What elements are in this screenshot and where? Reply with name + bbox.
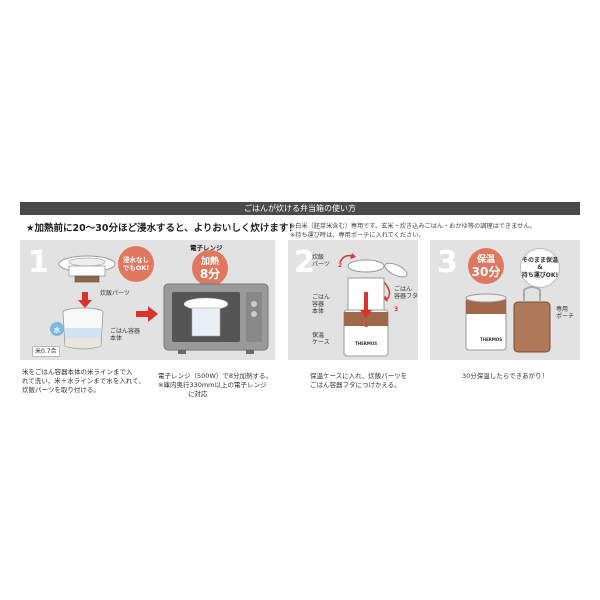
label-lid-line1: ごはん xyxy=(394,286,413,293)
section-title: ごはんが炊ける弁当箱の使い方 xyxy=(244,204,356,213)
arrow-label-3: 3 xyxy=(394,306,399,313)
carry-ok-line3: 持ち運びOK! xyxy=(521,271,559,279)
water-mark: 水 xyxy=(53,326,61,334)
label-steam-part-2: 炊飯 パーツ xyxy=(312,254,330,268)
step1-caption-line2: れて洗い、米＋水ラインまで水を入れて、 xyxy=(22,377,145,385)
label-rice-container-line1: ごはん容器 xyxy=(110,328,141,335)
label-lid: ごはん 容器フタ xyxy=(394,286,418,300)
step3-caption: 30分保温したらできあがり！ xyxy=(462,372,549,380)
step1-caption2-line1: 電子レンジ（500W）で8分加熱する。 xyxy=(158,372,272,380)
label-container-body-line1: ごはん xyxy=(312,294,331,301)
water-icon: 水 xyxy=(50,322,64,336)
label-steam-part: 炊飯パーツ xyxy=(100,290,130,297)
carry-ok-line2: & xyxy=(537,264,543,272)
label-insulated-case-line2: ケース xyxy=(312,339,330,346)
no-soak-badge: 浸水なし でもOK! xyxy=(118,246,154,282)
label-container-body-line3: 本体 xyxy=(312,308,325,315)
microwave-illustration xyxy=(163,283,269,354)
step2-illustration xyxy=(339,253,408,357)
carry-ok-bubble: そのまま保温 & 持ち運びOK! xyxy=(520,248,560,288)
label-rice-container-line2: 本体 xyxy=(110,335,123,342)
arrow-label-2: 2 xyxy=(338,262,343,269)
label-insulated-case-line1: 保温 xyxy=(312,332,325,339)
label-pouch-line1: 専用 xyxy=(556,306,569,313)
no-soak-line1: 浸水なし xyxy=(123,256,149,264)
step1-caption-line1: 米をごはん容器本体の米ラインまで入 xyxy=(22,368,133,376)
brand-logo-step2: THERMOS xyxy=(355,341,378,346)
step1-caption-line3: 炊飯パーツを取り付ける。 xyxy=(22,386,100,394)
note-white-rice: ※白米（胚芽米含む）専用です。玄米・炊き込みごはん・おかゆ等の調理はできません。 xyxy=(290,223,536,230)
step2-number: 2 xyxy=(294,245,315,280)
label-pouch-line2: ポーチ xyxy=(556,313,575,320)
section-title-bar: ごはんが炊ける弁当箱の使い方 xyxy=(20,202,580,215)
keep-warm-label: 保温 xyxy=(476,255,495,265)
rice-amount-label: 米0.7合 xyxy=(32,346,60,357)
step1-caption2: 電子レンジ（500W）で8分加熱する。 ※庫内奥行330mm以上の電子レンジ に… xyxy=(158,372,272,399)
heat-8min-badge: 加熱 8分 xyxy=(192,250,228,286)
carry-ok-line1: そのまま保温 xyxy=(521,256,558,264)
step1-caption2-line2: ※庫内奥行330mm以上の電子レンジ xyxy=(158,381,267,389)
no-soak-line2: でもOK! xyxy=(122,264,150,272)
step1-number: 1 xyxy=(28,245,49,280)
step3-illustration xyxy=(465,286,551,353)
label-steam-part-2-line2: パーツ xyxy=(312,261,330,268)
heat-label: 加熱 xyxy=(200,257,219,267)
label-insulated-case: 保温 ケース xyxy=(312,332,330,346)
step2-caption-line2: ごはん容器フタにつけかえる。 xyxy=(310,381,401,389)
steam-part-illustration xyxy=(58,255,116,283)
label-pouch: 専用 ポーチ xyxy=(556,306,574,320)
brand-logo-step3: THERMOS xyxy=(480,337,503,342)
rice-container-illustration xyxy=(62,307,104,350)
label-steam-part-2-line1: 炊飯 xyxy=(312,254,325,261)
step3-number: 3 xyxy=(437,245,458,280)
red-right-arrow xyxy=(136,306,158,322)
label-lid-line2: 容器フタ xyxy=(394,293,419,300)
keep-warm-badge: 保温 30分 xyxy=(468,248,504,284)
label-container-body: ごはん 容器 本体 xyxy=(312,294,330,315)
label-rice-container: ごはん容器 本体 xyxy=(110,328,140,342)
step2-caption: 保温ケースに入れ、炊飯パーツを ごはん容器フタにつけかえる。 xyxy=(310,372,407,390)
keep-warm-minutes: 30分 xyxy=(471,265,501,279)
heat-minutes: 8分 xyxy=(199,267,221,281)
step1-caption2-line3: に対応 xyxy=(188,390,208,398)
note-pouch: ※持ち運び時は、専用ポーチに入れてください。 xyxy=(290,232,425,239)
step2-caption-line1: 保温ケースに入れ、炊飯パーツを xyxy=(310,372,408,380)
microwave-title: 電子レンジ xyxy=(190,244,223,252)
red-down-arrow xyxy=(78,292,92,308)
step1-caption: 米をごはん容器本体の米ラインまで入 れて洗い、米＋水ラインまで水を入れて、 炊飯… xyxy=(22,368,145,395)
soak-tip: ★加熱前に20〜30分ほど浸水すると、よりおいしく炊けます！ xyxy=(26,223,298,234)
arrow-label-1: 1 xyxy=(364,322,369,329)
label-container-body-line2: 容器 xyxy=(312,301,325,308)
